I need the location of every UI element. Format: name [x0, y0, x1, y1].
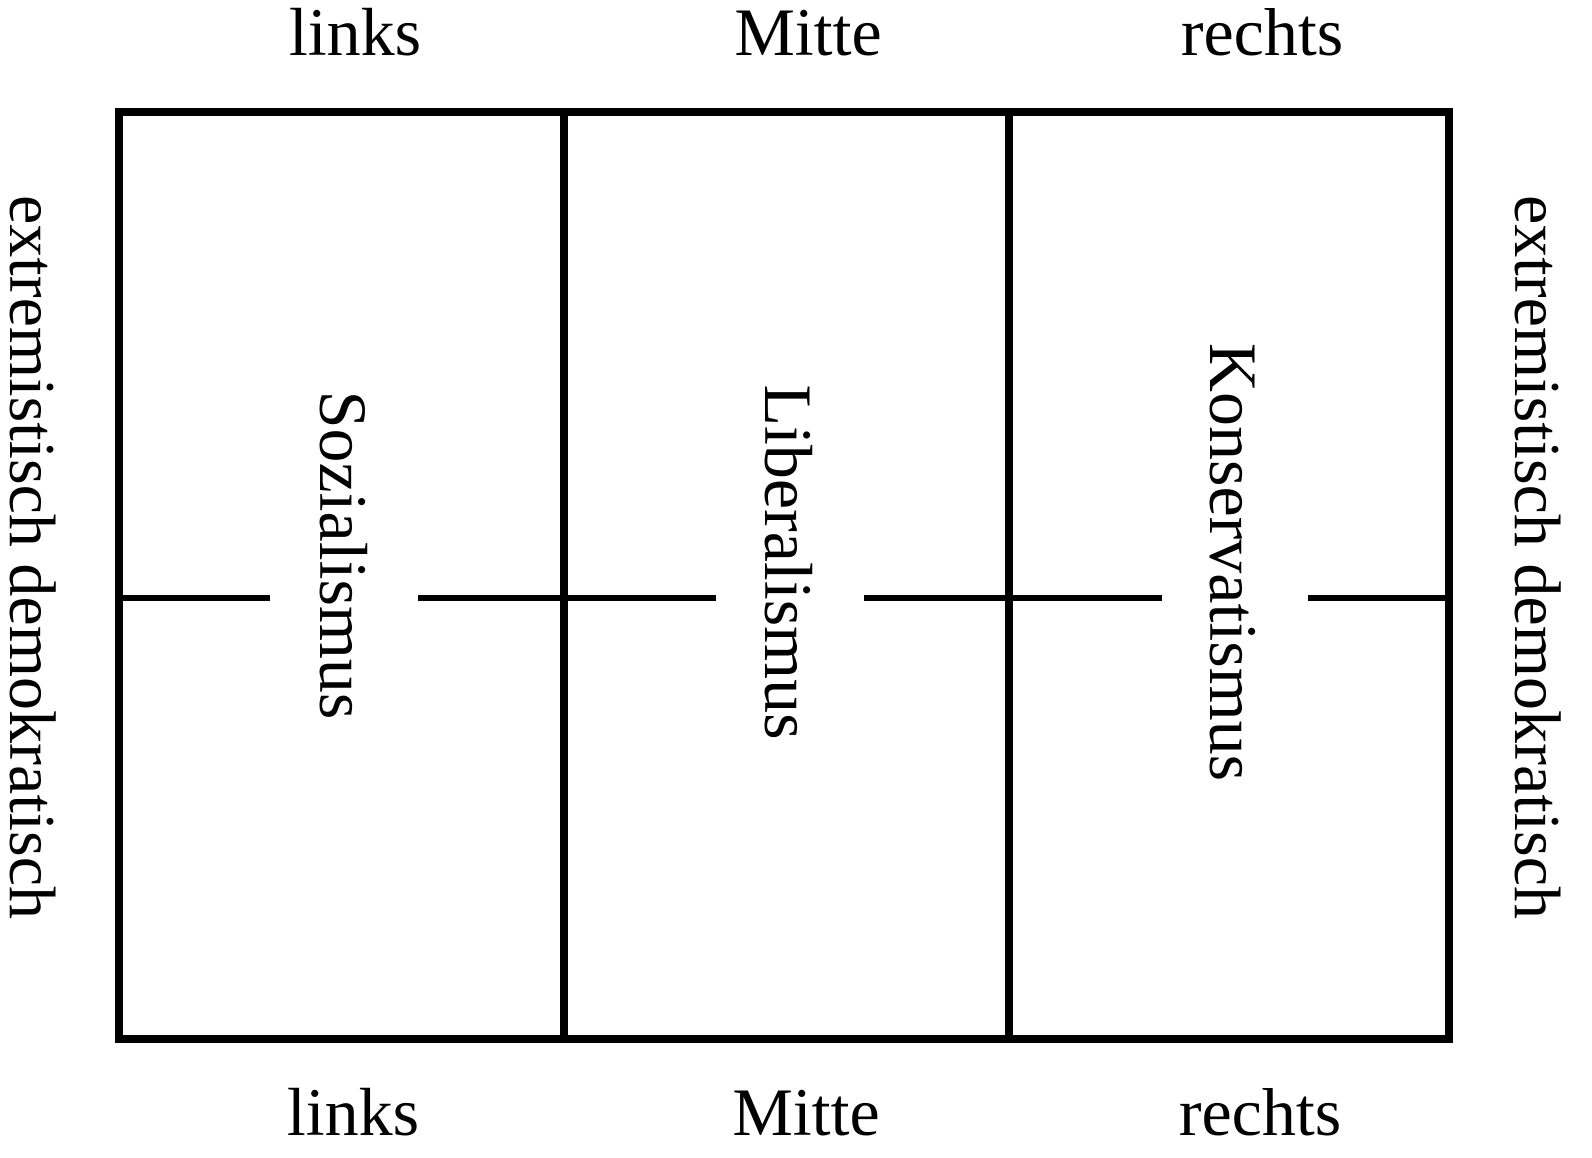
bottom-label-left: links: [287, 1074, 419, 1150]
top-label-center: Mitte: [734, 0, 881, 70]
column-label-liberalismus: Liberalismus: [750, 384, 826, 739]
outer-frame: [115, 108, 1453, 1043]
top-label-left: links: [289, 0, 421, 70]
bottom-label-center: Mitte: [732, 1074, 879, 1150]
column-label-konservatismus: Konservatismus: [1195, 343, 1271, 781]
side-label-right: extremistisch demokratisch: [1500, 195, 1573, 919]
bottom-label-right: rechts: [1179, 1074, 1341, 1150]
side-label-left: extremistisch demokratisch: [0, 195, 68, 919]
column-label-sozialismus: Sozialismus: [305, 391, 381, 720]
top-label-right: rechts: [1181, 0, 1343, 70]
